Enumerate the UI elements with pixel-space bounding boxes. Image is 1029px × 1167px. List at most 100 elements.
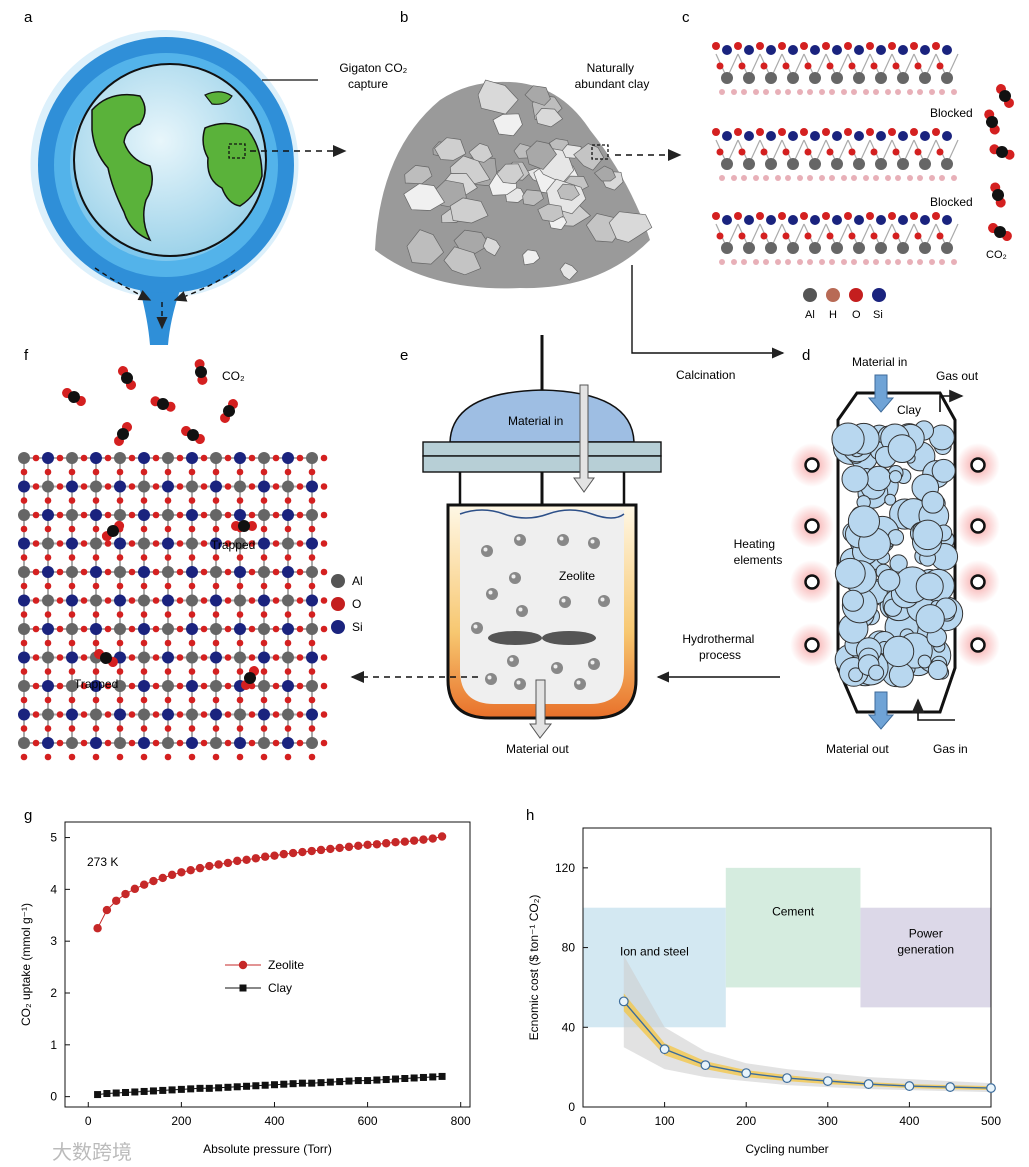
co2-molecule-icon: [231, 520, 257, 532]
atom-al: [210, 452, 222, 464]
atom-o: [68, 554, 76, 561]
atom-o: [260, 725, 268, 732]
atom-o: [56, 568, 64, 576]
atom-si: [210, 594, 222, 607]
atom-o: [152, 625, 160, 633]
rock: [535, 108, 564, 128]
rock: [482, 236, 501, 257]
atom-o: [20, 753, 28, 761]
atom-al: [765, 242, 777, 254]
rock: [522, 249, 541, 266]
data-point-clay: [103, 1090, 111, 1098]
atom-o: [188, 753, 196, 761]
particle: [927, 659, 948, 681]
atom-o: [248, 454, 256, 462]
zeolite-particle: [557, 534, 569, 546]
zeolite-particle: [471, 622, 483, 634]
atom-o: [756, 128, 764, 136]
atom-si: [810, 215, 820, 225]
atom-o: [188, 639, 196, 647]
atom-h: [885, 175, 891, 181]
atom-o: [20, 468, 28, 476]
atom-o: [320, 597, 328, 604]
cost-line: [623, 1000, 992, 1089]
atom-o: [804, 148, 812, 156]
atom-o: [320, 454, 328, 462]
atom-al: [90, 480, 102, 493]
data-point-zeolite: [409, 836, 419, 845]
atom-o: [104, 682, 112, 690]
atom-si: [90, 737, 102, 749]
atom-si: [898, 45, 908, 55]
atom-o: [164, 497, 172, 504]
atom-al: [875, 242, 887, 254]
panel-letter-f: f: [24, 347, 29, 364]
zeolite-particle: [514, 534, 526, 546]
atom-al: [162, 737, 174, 749]
particle: [915, 572, 944, 601]
atom-o: [224, 654, 232, 661]
atom-o: [866, 128, 874, 136]
atom-al: [306, 623, 318, 635]
atom-o: [176, 682, 184, 690]
atom-h: [819, 89, 825, 95]
atom-o: [128, 654, 136, 661]
atom-si: [186, 509, 198, 521]
data-point-zeolite: [260, 852, 270, 861]
particle: [848, 667, 863, 683]
particle: [882, 635, 915, 668]
label-heating-line: elements: [734, 553, 783, 567]
data-point-clay: [326, 1078, 334, 1086]
atom-al: [42, 537, 54, 550]
atom-o: [844, 128, 852, 136]
label-e-zeolite: Zeolite: [559, 569, 595, 583]
zeolite-particle: [507, 655, 519, 667]
rock: [434, 137, 467, 161]
atom-si: [942, 45, 952, 55]
data-point-clay: [159, 1086, 167, 1094]
label-trapped-1: Trapped: [211, 538, 255, 552]
atom-al: [282, 537, 294, 550]
rock: [573, 143, 605, 171]
region-label: generation: [897, 943, 954, 957]
atom-o: [866, 42, 874, 50]
atom-o: [272, 454, 280, 462]
data-point-clay: [345, 1077, 353, 1085]
atom-o: [760, 62, 768, 70]
plot-frame: [64, 821, 471, 1108]
co2-molecule-icon: [984, 109, 1000, 135]
atom-o: [128, 483, 136, 490]
atom-al: [18, 566, 30, 578]
atom-h: [829, 89, 835, 95]
data-point-clay: [373, 1076, 381, 1084]
series-line-zeolite: [97, 836, 443, 929]
atom-o: [176, 654, 184, 661]
y-tick-label: 0: [50, 1090, 57, 1104]
data-point-zeolite: [382, 839, 391, 848]
atom-o: [68, 639, 76, 647]
atom-o: [140, 668, 148, 675]
atom-si: [210, 537, 222, 550]
atom-o: [212, 497, 220, 504]
atom-o: [212, 611, 220, 618]
atom-o: [188, 468, 196, 476]
atom-o: [236, 611, 244, 618]
atom-o: [320, 654, 328, 661]
atom-o: [152, 654, 160, 661]
atom-si: [766, 45, 776, 55]
atom-o: [92, 639, 100, 647]
atom-o: [248, 483, 256, 490]
atom-o: [212, 554, 220, 561]
atom-si: [898, 215, 908, 225]
atom-h: [907, 175, 913, 181]
atom-o: [176, 739, 184, 747]
atom-h: [785, 259, 791, 265]
atom-si: [114, 537, 126, 550]
atom-o: [44, 639, 52, 647]
atom-o: [738, 232, 746, 240]
atom-o: [272, 597, 280, 604]
data-point-zeolite: [112, 896, 121, 905]
atom-si: [114, 708, 126, 721]
y-tick-label: 1: [50, 1038, 57, 1052]
